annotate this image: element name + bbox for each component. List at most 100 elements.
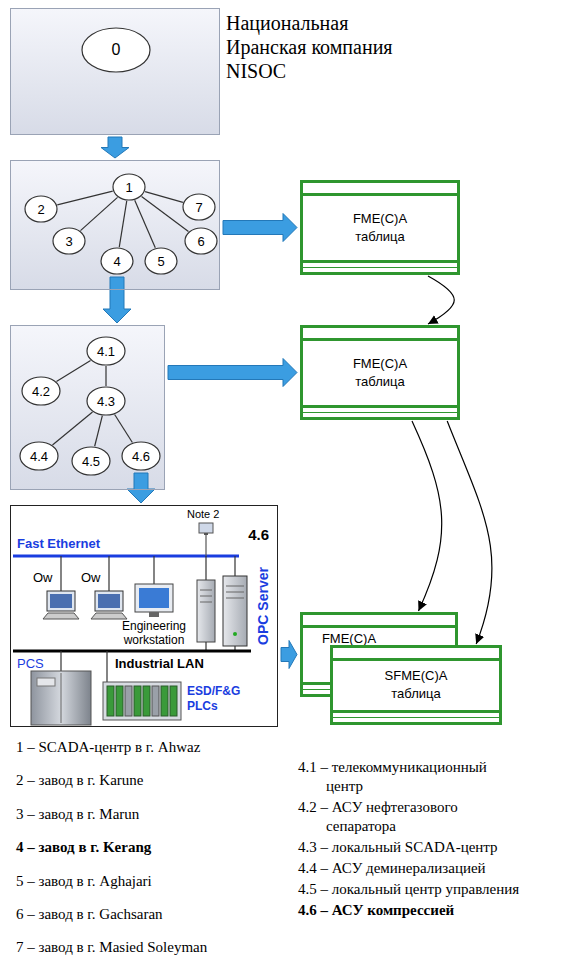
flow-arrow bbox=[281, 641, 297, 669]
ellipse-shape bbox=[122, 442, 160, 470]
plc-label: ESD/F&G PLCs bbox=[187, 684, 257, 714]
node-key: 4.5 – локальный центр управления bbox=[298, 880, 520, 899]
table-footer-line bbox=[333, 717, 499, 718]
table-header-band bbox=[333, 648, 499, 661]
table-header-band bbox=[303, 328, 457, 341]
reference-arrow bbox=[428, 276, 454, 324]
table-footer-band bbox=[303, 405, 457, 417]
flow-arrow bbox=[223, 214, 297, 242]
table-footer-line bbox=[303, 267, 457, 268]
node-ellipse: 2 bbox=[24, 195, 58, 223]
note-label: Note 2 bbox=[187, 508, 219, 520]
node-number: 6 bbox=[197, 234, 204, 249]
fmeca-table: SFME(C)A таблица bbox=[330, 645, 502, 725]
flow-arrow bbox=[101, 137, 129, 158]
node-number: 4.3 bbox=[97, 394, 115, 409]
ellipse-shape bbox=[25, 196, 57, 222]
node-ellipse: 4.2 bbox=[21, 376, 61, 406]
system-label: PCS bbox=[17, 656, 44, 671]
tree-link bbox=[145, 192, 183, 203]
node-ellipse: 4.1 bbox=[86, 336, 126, 366]
node-ellipse: 4.4 bbox=[19, 441, 59, 471]
node-number: 4.4 bbox=[30, 449, 48, 464]
table-header-band bbox=[303, 615, 455, 628]
node-ellipse: 0 bbox=[81, 27, 151, 73]
station-label: Engineering workstation bbox=[114, 619, 194, 647]
node-ellipse: 4.3 bbox=[86, 386, 126, 416]
site-key: 6 – завод в г. Gachsaran bbox=[16, 904, 163, 924]
fmeca-table: FME(C)A таблица bbox=[300, 180, 460, 275]
tree-link bbox=[95, 416, 103, 447]
node-number: 5 bbox=[157, 254, 164, 269]
site-key: 3 – завод в г. Marun bbox=[16, 804, 139, 824]
ellipse-shape bbox=[183, 194, 215, 220]
site-key: 5 – завод в г. Aghajari bbox=[16, 871, 152, 891]
level-panel: 4.1 4.2 4.3 4.4 4.5 4.6 bbox=[10, 325, 165, 490]
tree-link bbox=[80, 197, 117, 230]
reference-arrow bbox=[447, 421, 492, 644]
ellipse-shape bbox=[82, 28, 150, 72]
tree-link bbox=[105, 366, 106, 386]
node-key: 4.6 – АСУ компрессией bbox=[298, 901, 520, 920]
station-label: Ow bbox=[81, 570, 101, 585]
node-key: 4.1 – телекоммуникационный центр bbox=[298, 758, 520, 796]
flow-arrow bbox=[168, 359, 297, 387]
server-label: OPC Server bbox=[255, 567, 271, 645]
network-panel: 4.6 Note 2Fast EthernetOwOwEngineering w… bbox=[10, 505, 278, 727]
node-ellipse: 6 bbox=[184, 227, 218, 255]
node-number: 4.1 bbox=[97, 344, 115, 359]
site-key: 7 – завод в г. Masied Soleyman bbox=[16, 937, 207, 957]
table-footer-band bbox=[303, 260, 457, 272]
ellipse-shape bbox=[53, 228, 85, 254]
node-ellipse: 7 bbox=[182, 193, 216, 221]
table-footer-line bbox=[303, 412, 457, 413]
node-number: 4 bbox=[113, 254, 120, 269]
node-number: 1 bbox=[125, 180, 132, 195]
node-ellipse: 1 bbox=[112, 173, 146, 201]
level-panel: Национальная Иранская компания NISOC0 bbox=[10, 8, 220, 135]
ellipse-shape bbox=[145, 248, 177, 274]
tree-link bbox=[135, 200, 156, 248]
node-key-list: 4.1 – телекоммуникационный центр4.2 – АС… bbox=[298, 758, 520, 922]
bus-name: Industrial LAN bbox=[115, 656, 204, 671]
ellipse-shape bbox=[87, 387, 125, 415]
table-title: FME(C)A таблица bbox=[332, 210, 428, 246]
node-ellipse: 3 bbox=[52, 227, 86, 255]
tree-link bbox=[57, 191, 112, 205]
node-number: 4.2 bbox=[32, 384, 50, 399]
tree-link bbox=[115, 415, 133, 443]
node-ellipse: 5 bbox=[144, 247, 178, 275]
ellipse-shape bbox=[20, 442, 58, 470]
org-heading: Национальная Иранская компания NISOC bbox=[226, 11, 416, 83]
bus-name: Fast Ethernet bbox=[17, 536, 100, 551]
ellipse-shape bbox=[101, 248, 133, 274]
node-ellipse: 4 bbox=[100, 247, 134, 275]
node-number: 4.6 bbox=[132, 449, 150, 464]
tree-link bbox=[52, 412, 92, 445]
ellipse-shape bbox=[113, 174, 145, 200]
node-key: 4.3 – локальный SCADA-центр bbox=[298, 838, 520, 857]
table-title: SFME(C)A таблица bbox=[368, 667, 464, 703]
node-number: 4.5 bbox=[82, 454, 100, 469]
node-number: 0 bbox=[112, 41, 121, 59]
level-panel: 1234567 bbox=[10, 160, 220, 290]
node-key: 4.4 – АСУ деминерализацией bbox=[298, 859, 520, 878]
ellipse-shape bbox=[185, 228, 217, 254]
node-number: 3 bbox=[65, 234, 72, 249]
ellipse-shape bbox=[87, 337, 125, 365]
site-key: 4 – завод в г. Kerang bbox=[16, 837, 151, 857]
node-ellipse: 4.6 bbox=[121, 441, 161, 471]
station-label: Ow bbox=[33, 570, 53, 585]
table-header-band bbox=[303, 183, 457, 196]
table-title: FME(C)A таблица bbox=[332, 355, 428, 391]
flow-arrow bbox=[103, 277, 131, 323]
node-key: 4.2 – АСУ нефтегазового сепаратора bbox=[298, 798, 520, 836]
reference-arrow bbox=[412, 421, 442, 611]
flow-arrow bbox=[127, 473, 155, 503]
site-key: 2 – завод в г. Karune bbox=[16, 770, 143, 790]
site-key: 1 – SCADA-центр в г. Ahwaz bbox=[16, 737, 200, 757]
node-ellipse: 4.5 bbox=[71, 446, 111, 476]
